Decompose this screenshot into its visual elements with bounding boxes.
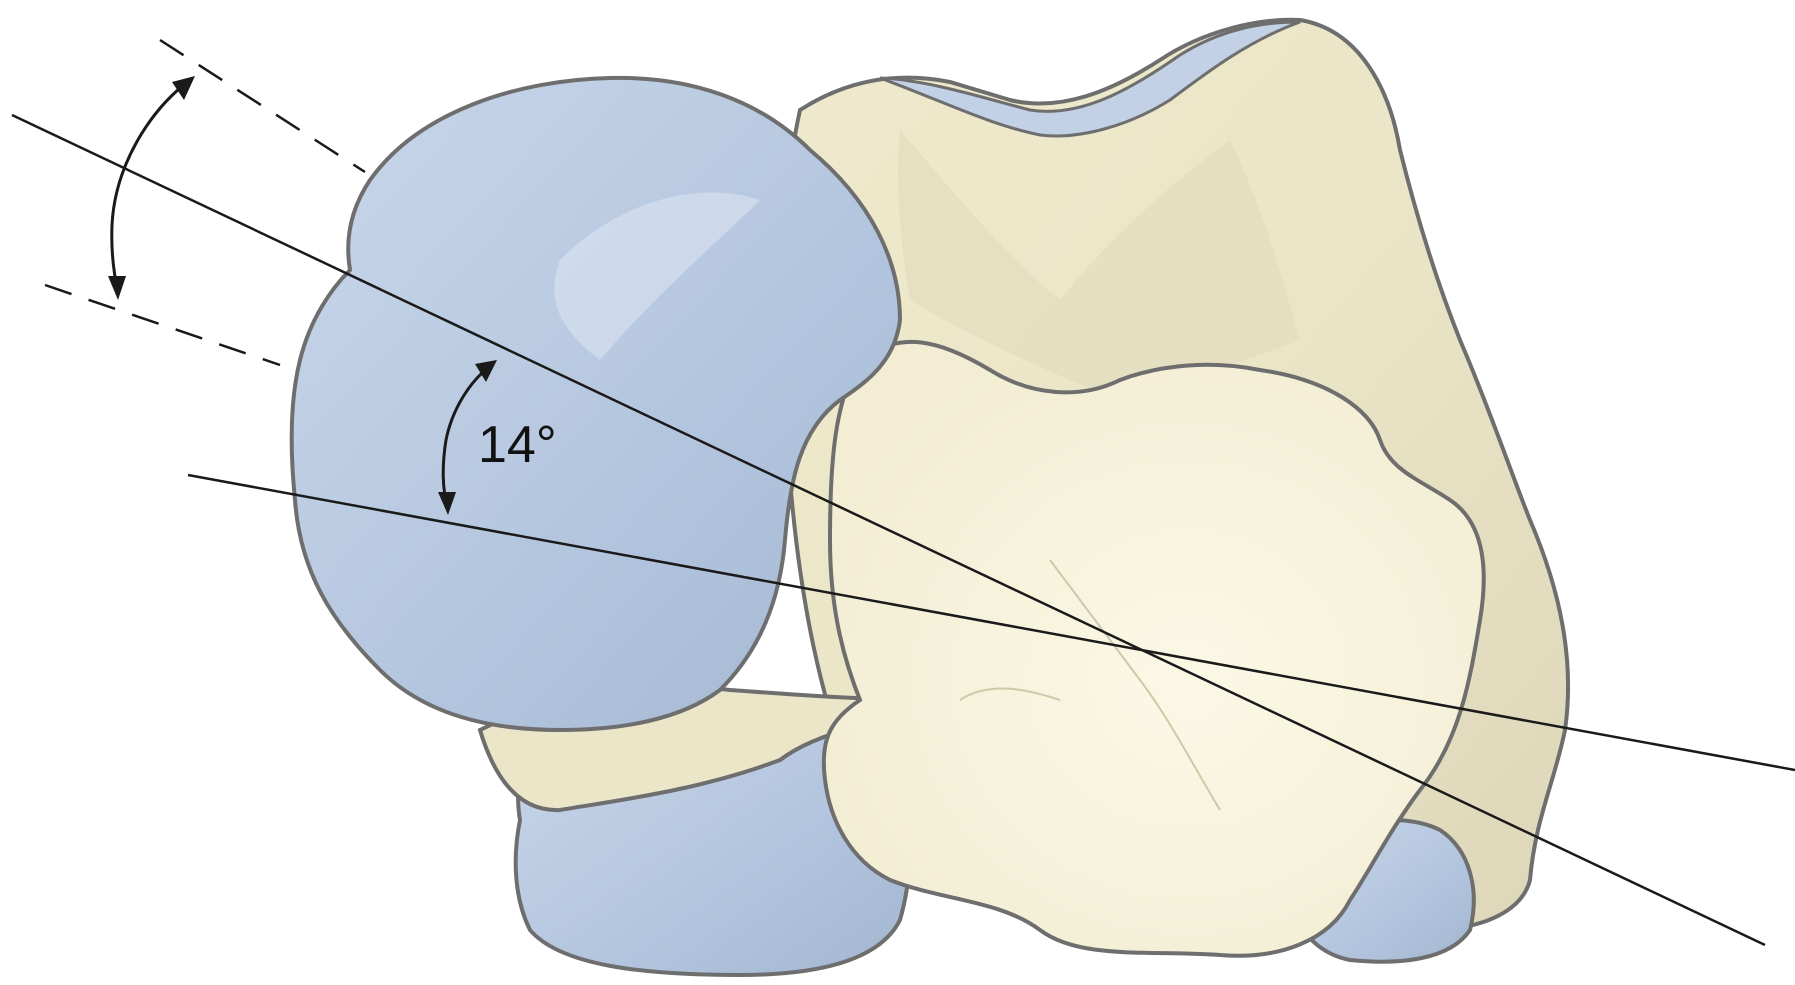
dashed-reference-lower: [45, 285, 280, 365]
dashed-reference-upper: [160, 40, 365, 172]
arrowhead-outer-top: [172, 76, 195, 100]
angle-label: 14°: [478, 416, 557, 474]
angle-arc-outer: [112, 80, 190, 292]
arrowhead-outer-bottom: [108, 276, 126, 300]
